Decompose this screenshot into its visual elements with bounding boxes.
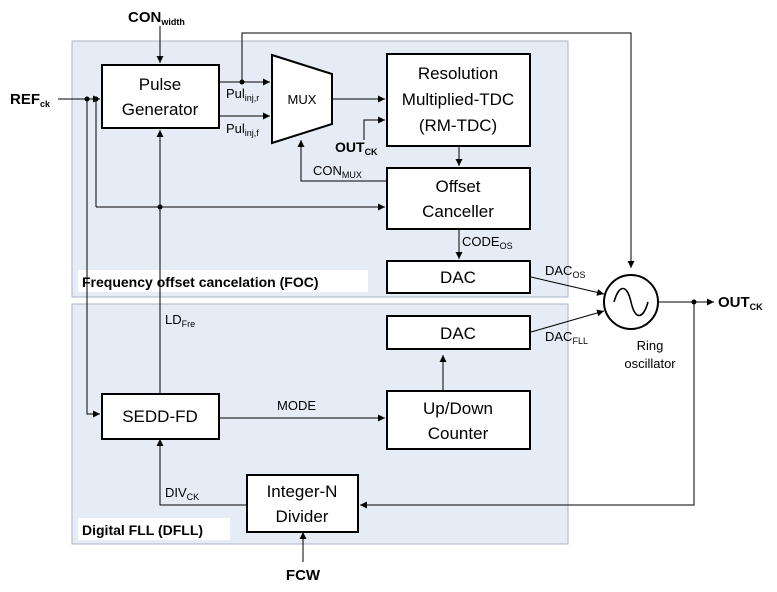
pulse-generator-label-2: Generator [122, 100, 199, 119]
feedback-wire [360, 302, 695, 509]
divider-label-1: Integer-N [267, 482, 338, 501]
offset-canceller-block [386, 167, 531, 230]
pul-inj-f-label: Pulinj,f [226, 121, 259, 138]
ring-label-1: Ring [637, 338, 664, 353]
ld-junction [157, 204, 163, 210]
mux-label: MUX [288, 92, 317, 107]
div-ck-wire [156, 439, 247, 506]
offset-canceller-label-2: Canceller [422, 202, 494, 221]
up-down-counter-block [386, 390, 531, 450]
offset-canceller-label-1: Offset [435, 177, 480, 196]
ref-ck-label: REFck [10, 91, 51, 109]
divider-label-2: Divider [276, 507, 329, 526]
pulse-generator-block [101, 64, 220, 129]
sedd-fd-block [101, 393, 220, 440]
dac-top-block [386, 260, 531, 294]
ring-label-2: oscillator [624, 356, 676, 371]
foc-caption: Frequency offset cancelation (FOC) [82, 274, 318, 290]
outck-to-tdc-wire [363, 116, 385, 140]
mux-block [271, 53, 333, 145]
dac-fll-wire [530, 309, 605, 333]
ld-fre-label: LDFre [165, 312, 195, 329]
dac-fll-label: DACFLL [545, 329, 588, 346]
ref-to-sedd-wire [86, 99, 100, 418]
rm-tdc-label-1: Resolution [418, 64, 498, 83]
foc-caption-bg [78, 270, 368, 292]
div-ck-label: DIVCK [165, 485, 199, 502]
con-width-label: CONwidth [128, 9, 185, 27]
dac-os-label: DACOS [545, 263, 585, 280]
rm-tdc-label-2: Multiplied-TDC [402, 90, 514, 109]
pulse-generator-label-1: Pulse [139, 75, 182, 94]
dfll-caption: Digital FLL (DFLL) [82, 522, 203, 538]
dac-os-wire [530, 276, 605, 296]
sedd-fd-label: SEDD-FD [122, 407, 198, 426]
out-ck-tdc-label: OUTCK [335, 139, 378, 157]
code-os-label: CODEOS [462, 234, 513, 251]
integer-n-divider-block [246, 474, 359, 533]
con-mux-label: CONMUX [313, 163, 362, 180]
rm-tdc-label-3: (RM-TDC) [419, 116, 497, 135]
pul-to-osc-wire [241, 32, 635, 268]
dac-bottom-label: DAC [440, 324, 476, 343]
sine-wave-icon [613, 287, 649, 317]
mode-label: MODE [277, 398, 316, 413]
con-mux-wire [297, 140, 387, 182]
rm-tdc-block [386, 53, 531, 147]
counter-label-2: Counter [428, 424, 489, 443]
fcw-label: FCW [286, 567, 321, 584]
dac-bottom-block [386, 315, 531, 350]
out-ck-label: OUTCK [718, 294, 763, 312]
pul-inj-r-label: Pulinj,r [226, 86, 259, 103]
counter-label-1: Up/Down [423, 399, 493, 418]
dac-top-label: DAC [440, 268, 476, 287]
dfll-caption-bg [78, 518, 230, 540]
